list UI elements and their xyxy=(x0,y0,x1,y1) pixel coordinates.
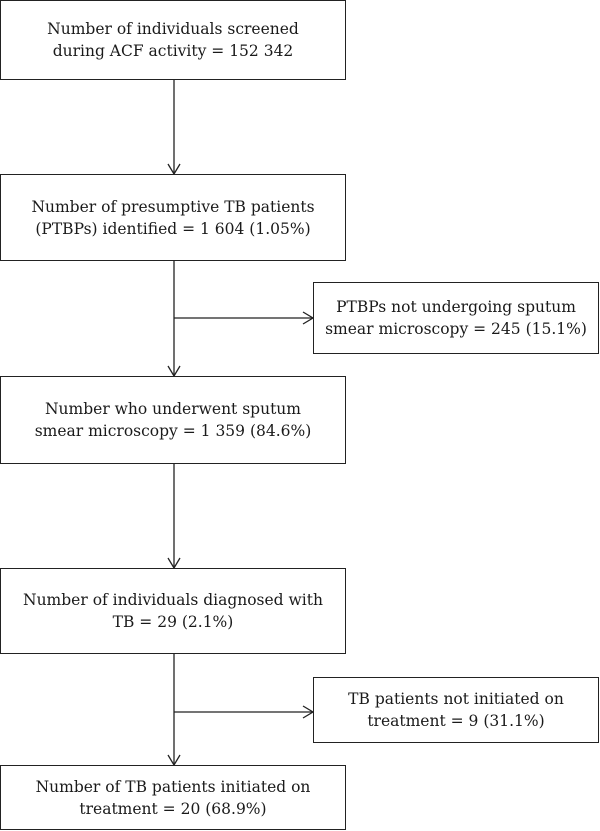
exclusion-line: TB patients not initiated on xyxy=(348,690,564,708)
exclusion-text-not-initiated: TB patients not initiated on treatment =… xyxy=(348,688,564,732)
step-box-screened: Number of individuals screened during AC… xyxy=(0,0,346,80)
step-box-microscopy: Number who underwent sputum smear micros… xyxy=(0,376,346,464)
step-line: treatment = 20 (68.9%) xyxy=(79,799,267,818)
step-box-presumptive: Number of presumptive TB patients (PTBPs… xyxy=(0,174,346,261)
exclusion-line: treatment = 9 (31.1%) xyxy=(367,712,545,730)
exclusion-line: smear microscopy = 245 (15.1%) xyxy=(325,320,587,338)
step-line: during ACF activity = 152 342 xyxy=(52,42,294,60)
step-text-microscopy: Number who underwent sputum smear micros… xyxy=(35,398,312,442)
exclusion-line: PTBPs not undergoing sputum xyxy=(336,298,576,316)
step-line: Number of presumptive TB patients xyxy=(31,197,315,216)
exclusion-text-no-microscopy: PTBPs not undergoing sputum smear micros… xyxy=(325,296,587,340)
step-line: (PTBPs) identified = 1 604 (1.05%) xyxy=(35,219,311,238)
step-text-presumptive: Number of presumptive TB patients (PTBPs… xyxy=(31,196,314,240)
exclusion-box-not-initiated: TB patients not initiated on treatment =… xyxy=(313,677,599,743)
step-box-diagnosed: Number of individuals diagnosed with TB … xyxy=(0,568,346,654)
step-line: Number of individuals screened xyxy=(47,20,299,38)
step-line: Number of TB patients initiated on xyxy=(35,777,311,796)
step-line: smear microscopy = 1 359 (84.6%) xyxy=(34,422,312,440)
step-text-initiated: Number of TB patients initiated on treat… xyxy=(36,776,311,820)
step-text-diagnosed: Number of individuals diagnosed with TB … xyxy=(23,589,323,633)
step-text-screened: Number of individuals screened during AC… xyxy=(47,18,299,62)
exclusion-box-no-microscopy: PTBPs not undergoing sputum smear micros… xyxy=(313,282,599,354)
step-line: Number who underwent sputum xyxy=(44,400,301,418)
step-box-initiated: Number of TB patients initiated on treat… xyxy=(0,765,346,830)
step-line: Number of individuals diagnosed with xyxy=(23,591,323,609)
step-line: TB = 29 (2.1%) xyxy=(112,613,234,631)
